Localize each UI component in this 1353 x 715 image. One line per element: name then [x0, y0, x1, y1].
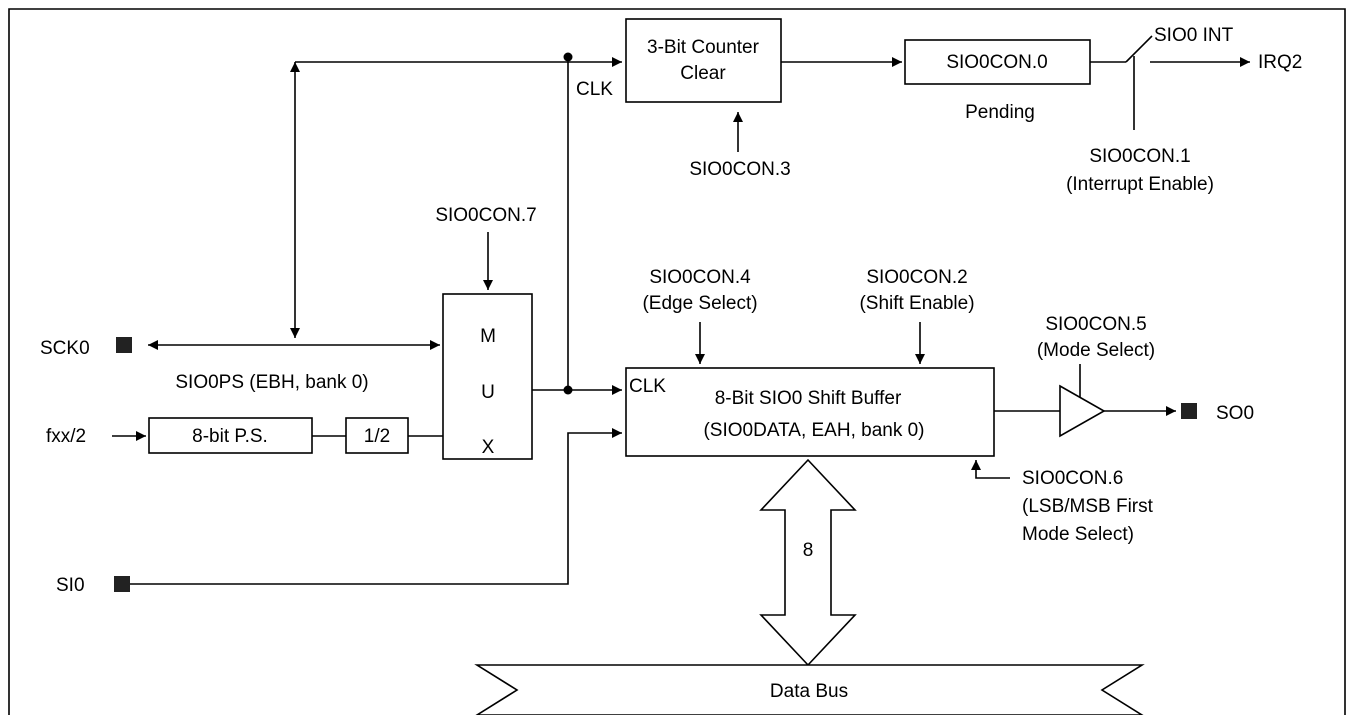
data-bus-label: Data Bus — [770, 681, 848, 702]
int-enable-label-2: (Interrupt Enable) — [1066, 174, 1214, 195]
shift-buffer-label-1: 8-Bit SIO0 Shift Buffer — [715, 388, 902, 409]
si0-line — [130, 428, 622, 585]
sio0ps-label: SIO0PS (EBH, bank 0) — [175, 372, 368, 393]
prescaler-label: 8-bit P.S. — [192, 426, 268, 447]
mux-ctrl-label: SIO0CON.7 — [435, 205, 536, 226]
mux-letter-x: X — [482, 437, 495, 458]
edge-select-label-1: SIO0CON.4 — [649, 267, 751, 288]
shift-buffer-label-2: (SIO0DATA, EAH, bank 0) — [703, 420, 924, 441]
pending-reg-label: SIO0CON.0 — [946, 52, 1047, 73]
lsb-msb-arrow — [971, 460, 1010, 479]
mode-select-label-2: (Mode Select) — [1037, 340, 1155, 361]
mode-select-label-1: SIO0CON.5 — [1045, 314, 1146, 335]
edge-select-label-2: (Edge Select) — [642, 293, 757, 314]
bus-double-arrow — [759, 458, 857, 667]
sck0-pin-label: SCK0 — [40, 338, 90, 359]
shift-buffer-clk-label: CLK — [629, 376, 666, 397]
si0-pin — [114, 576, 130, 592]
counter-clk-label: CLK — [576, 79, 613, 100]
fxx-label: fxx/2 — [46, 426, 86, 447]
counter-label-1: 3-Bit Counter — [647, 37, 760, 58]
output-driver-triangle — [1059, 384, 1106, 438]
irq-label: IRQ2 — [1258, 52, 1302, 73]
shift-enable-label-1: SIO0CON.2 — [866, 267, 967, 288]
junction-dot-top — [563, 52, 573, 62]
counter-label-2: Clear — [680, 63, 726, 84]
shift-enable-label-2: (Shift Enable) — [859, 293, 974, 314]
int-enable-label-1: SIO0CON.1 — [1089, 146, 1190, 167]
diagram-frame — [8, 8, 1346, 715]
counter-clear-ctrl-label: SIO0CON.3 — [689, 159, 790, 180]
mux-letter-m: M — [480, 326, 496, 347]
si0-pin-label: SI0 — [56, 575, 85, 596]
so0-pin-label: SO0 — [1216, 403, 1254, 424]
mux-box — [442, 293, 533, 460]
lsb-msb-label-2: (LSB/MSB First — [1022, 496, 1154, 517]
sio0-int-label: SIO0 INT — [1154, 25, 1234, 46]
divider-box — [345, 417, 409, 454]
so0-pin — [1181, 403, 1197, 419]
pending-label: Pending — [965, 102, 1035, 123]
lsb-msb-label-1: SIO0CON.6 — [1022, 468, 1123, 489]
lsb-msb-label-3: Mode Select) — [1022, 524, 1134, 545]
mux-letter-u: U — [481, 382, 495, 403]
data-bus-shape — [474, 664, 1145, 715]
int-switch — [1125, 35, 1153, 63]
shift-buffer-box — [625, 367, 995, 457]
counter-box — [625, 18, 782, 103]
sck0-pin — [116, 337, 132, 353]
divider-label: 1/2 — [364, 426, 390, 447]
bus-width-label: 8 — [803, 540, 814, 561]
